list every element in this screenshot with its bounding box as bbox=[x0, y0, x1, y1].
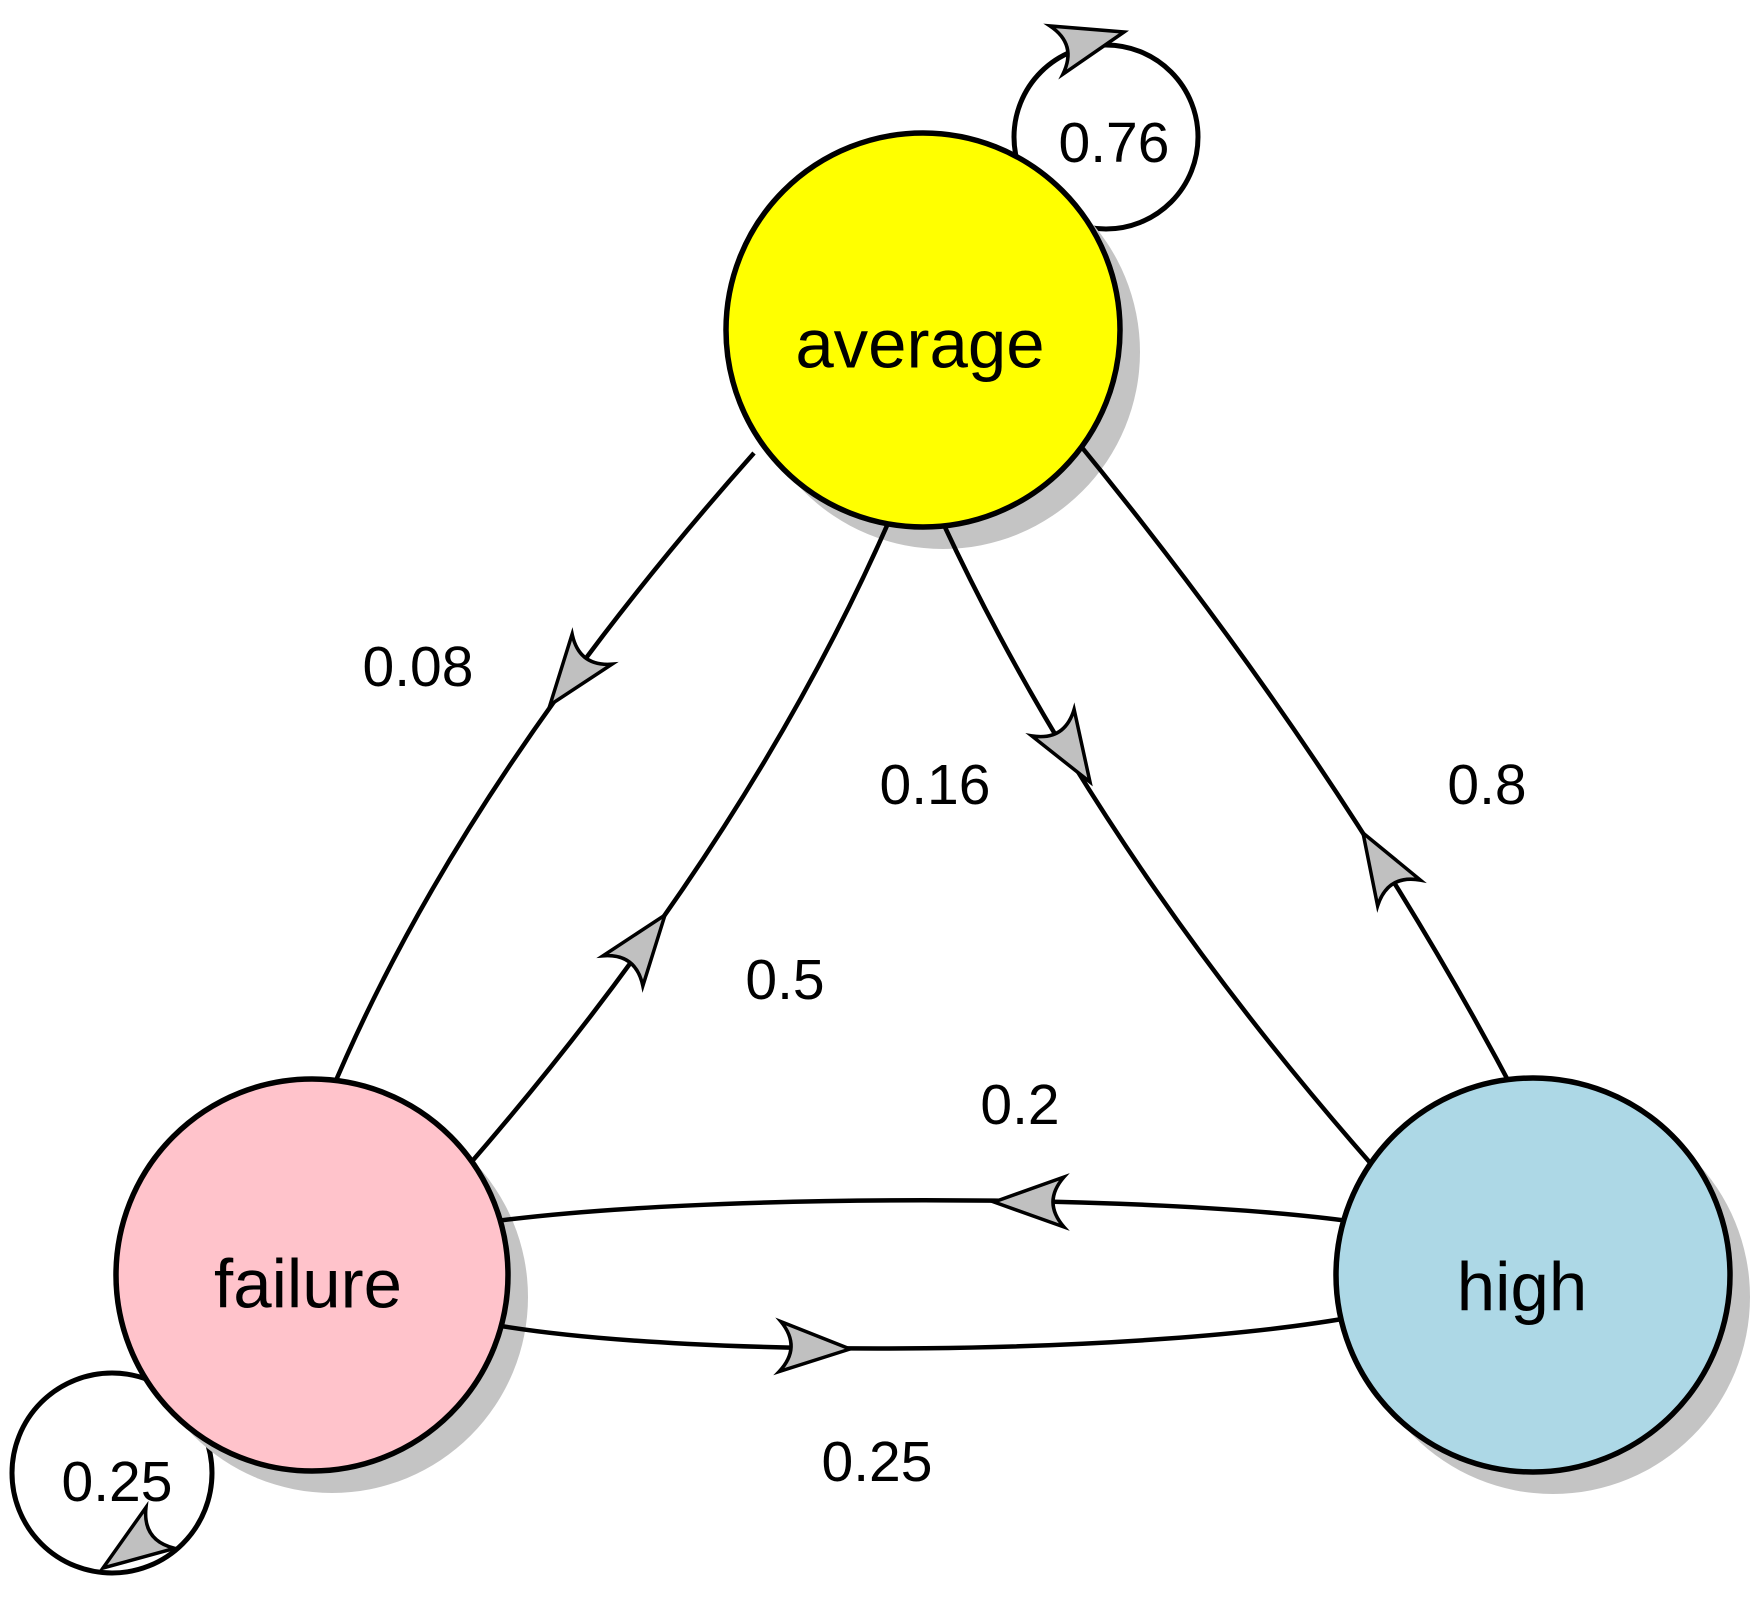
node-high-circle bbox=[1333, 1075, 1733, 1475]
self-loop-average-probability-label: 0.76 bbox=[1059, 111, 1170, 175]
edge-high-to-failure-probability-label: 0.2 bbox=[980, 1073, 1059, 1137]
edge-high-to-failure-arrowhead-icon bbox=[988, 1173, 1070, 1231]
edge-failure-to-high-line bbox=[494, 1313, 1360, 1351]
edge-failure-to-average-arrowhead-icon bbox=[596, 910, 669, 993]
edge-average-to-high-arrowhead-icon bbox=[1025, 702, 1093, 787]
self-loop-failure bbox=[9, 1370, 215, 1576]
edge-failure-to-average-probability-label: 0.5 bbox=[745, 948, 824, 1012]
edge-average-to-high-probability-label: 0.16 bbox=[880, 753, 991, 817]
edge-high-to-average-probability-label: 0.8 bbox=[1447, 753, 1526, 817]
edge-average-to-failure-arrowhead-icon bbox=[546, 627, 619, 710]
self-loop-failure-arrowhead-icon bbox=[98, 1500, 182, 1571]
edge-high-to-average-line bbox=[1069, 432, 1521, 1103]
edge-failure-to-average-line bbox=[452, 511, 896, 1184]
node-average-label: average bbox=[795, 306, 1044, 383]
edge-average-to-failure-probability-label: 0.08 bbox=[363, 635, 474, 699]
edge-failure-to-high-arrowhead-icon bbox=[773, 1317, 856, 1376]
edge-average-to-failure-line bbox=[326, 451, 756, 1098]
edge-average-to-high-line bbox=[940, 522, 1390, 1185]
node-high-label: high bbox=[1457, 1249, 1587, 1326]
self-loop-average-arrowhead-icon bbox=[1043, 23, 1130, 80]
edge-high-to-average-arrowhead-icon bbox=[1360, 828, 1427, 913]
node-failure-label: failure bbox=[214, 1246, 402, 1323]
edge-failure-to-high-probability-label: 0.25 bbox=[822, 1430, 933, 1494]
edge-high-to-failure-line bbox=[488, 1198, 1357, 1225]
node-average-circle bbox=[723, 130, 1123, 530]
self-loop-failure-probability-label: 0.25 bbox=[62, 1450, 173, 1514]
node-failure-circle bbox=[113, 1076, 511, 1474]
